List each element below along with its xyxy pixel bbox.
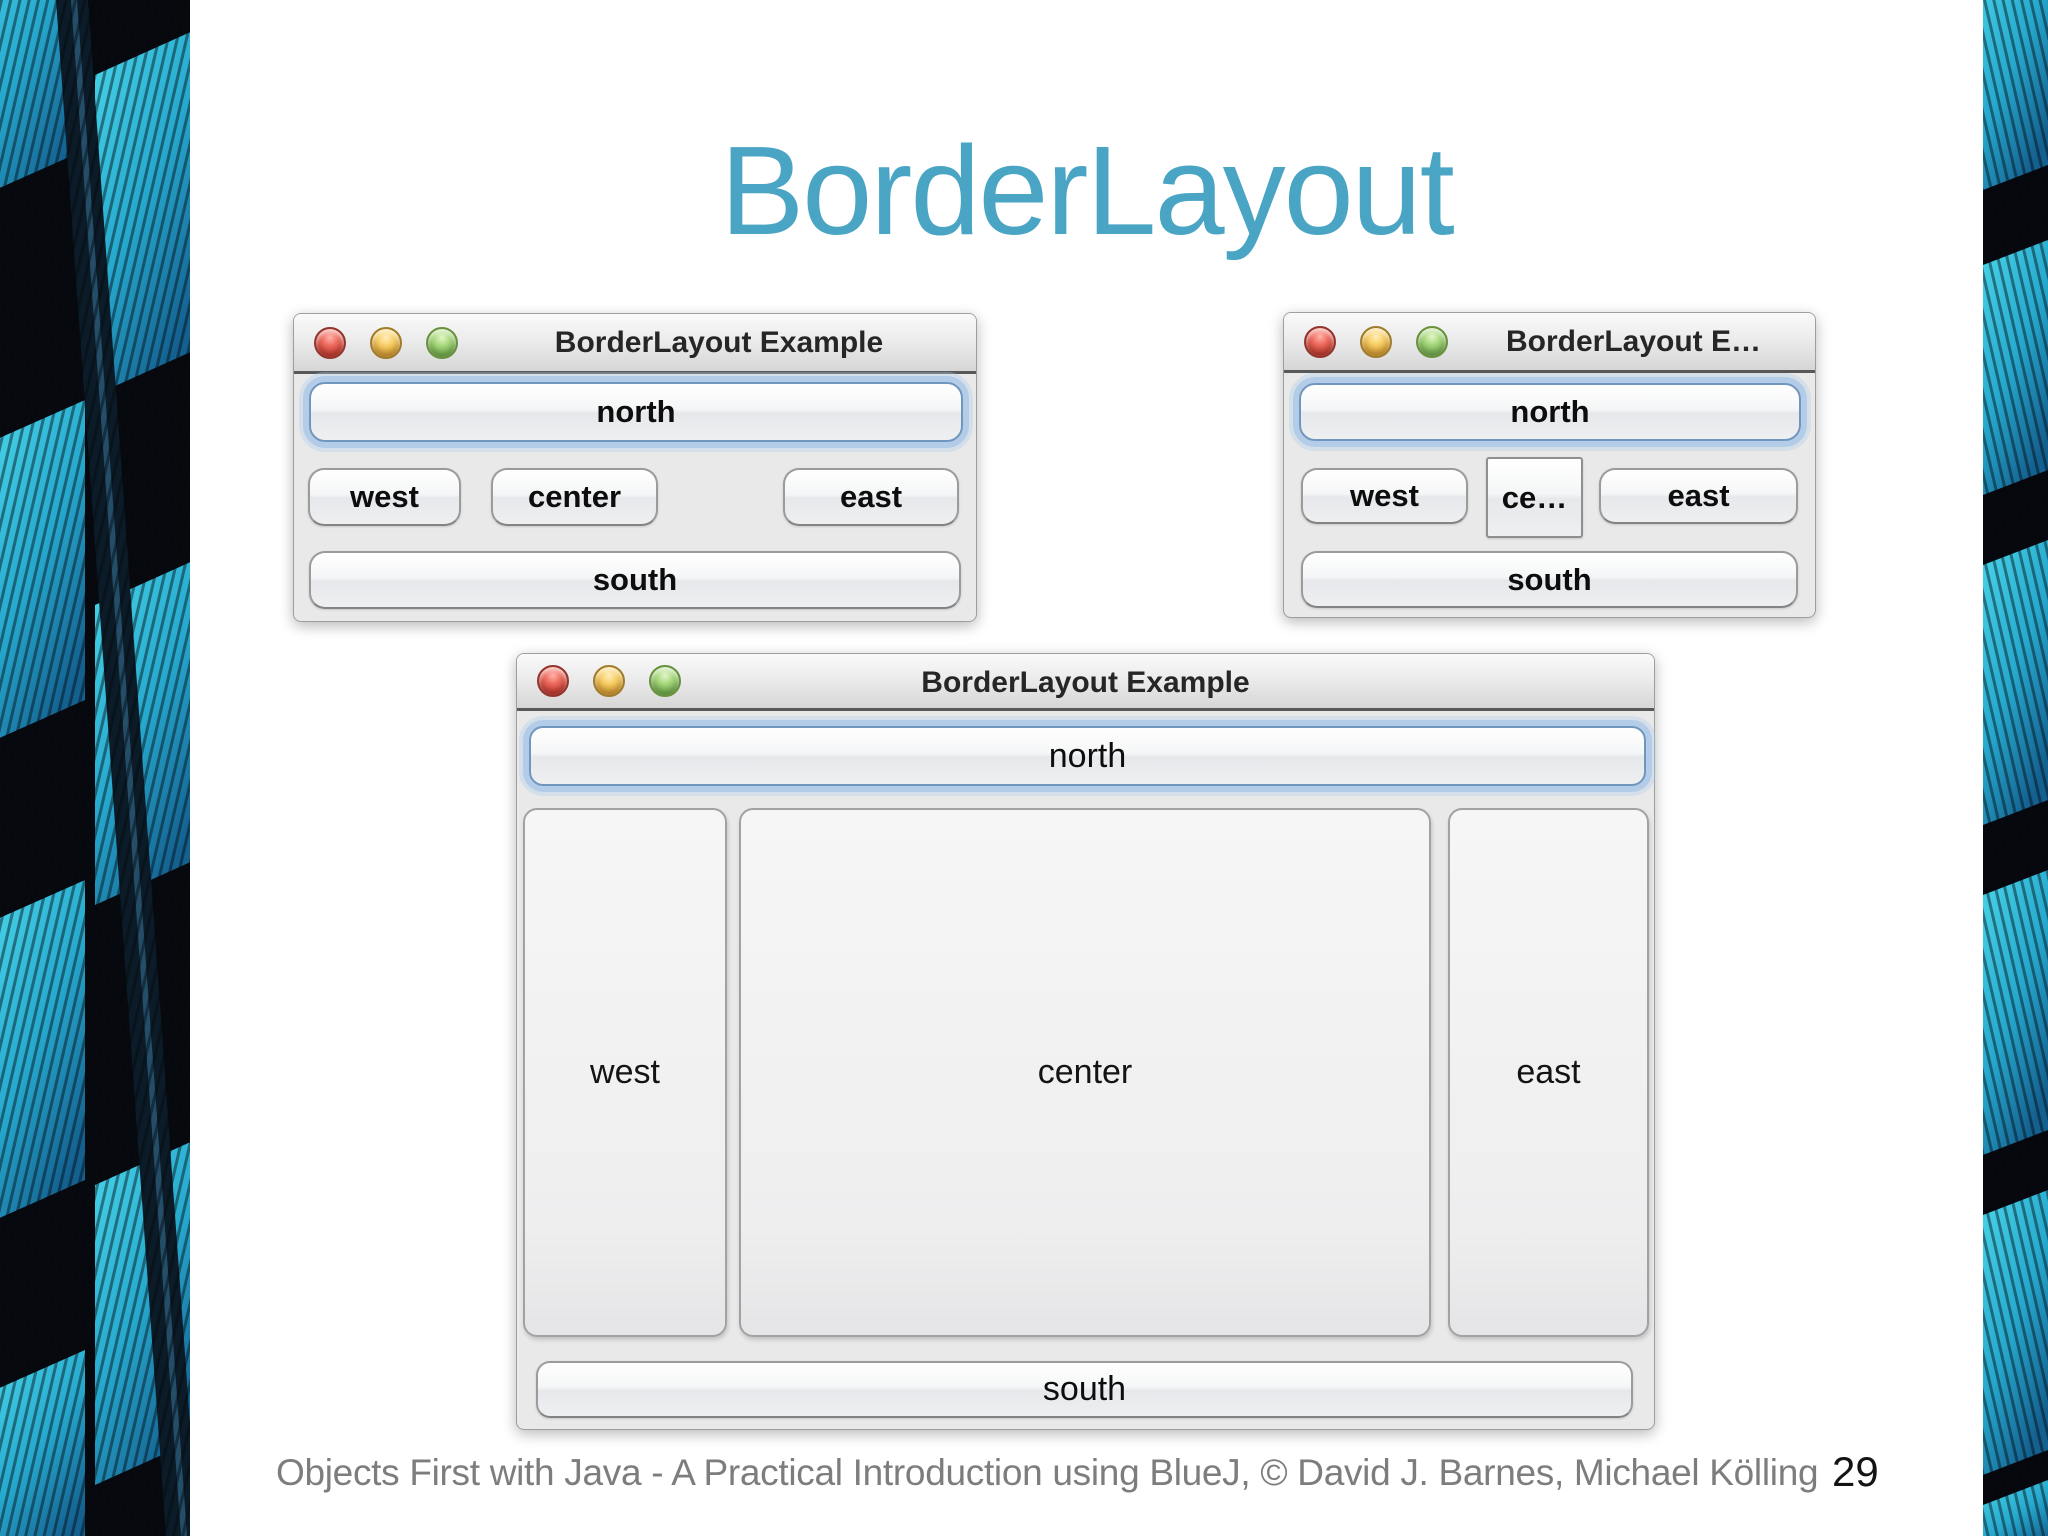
minimize-icon[interactable] bbox=[1360, 325, 1392, 358]
close-icon[interactable] bbox=[314, 326, 346, 359]
west-button[interactable]: west bbox=[308, 468, 461, 526]
minimize-icon[interactable] bbox=[593, 665, 625, 697]
zoom-icon[interactable] bbox=[1416, 325, 1448, 358]
titlebar[interactable] bbox=[517, 654, 1654, 711]
window-title: BorderLayout Example bbox=[921, 666, 1250, 699]
titlebar[interactable]: BorderLayout E… bbox=[1284, 313, 1815, 373]
window-large: BorderLayout Example north west center e… bbox=[516, 653, 1655, 1430]
page-number: 29 bbox=[1832, 1448, 1879, 1495]
window-small-right: BorderLayout E… north west ce… east sout… bbox=[1283, 312, 1816, 618]
window-title: BorderLayout E… bbox=[1505, 324, 1762, 358]
center-button[interactable]: center bbox=[491, 468, 658, 526]
close-icon[interactable] bbox=[537, 665, 569, 697]
north-button[interactable]: north bbox=[1299, 383, 1801, 441]
east-panel[interactable]: east bbox=[1448, 808, 1649, 1337]
footer-credit: Objects First with Java - A Practical In… bbox=[276, 1452, 1819, 1493]
north-button[interactable]: north bbox=[529, 726, 1646, 786]
titlebar[interactable]: BorderLayout Example bbox=[294, 314, 976, 374]
slide-title: BorderLayout bbox=[720, 120, 1455, 261]
west-panel-label: west bbox=[590, 1053, 660, 1091]
south-button[interactable]: south bbox=[1301, 551, 1798, 608]
east-panel-label: east bbox=[1516, 1053, 1581, 1091]
minimize-icon[interactable] bbox=[370, 326, 402, 359]
zoom-icon[interactable] bbox=[426, 326, 458, 359]
west-button[interactable]: west bbox=[1301, 468, 1468, 524]
close-icon[interactable] bbox=[1304, 325, 1336, 358]
center-button-truncated[interactable]: ce… bbox=[1486, 457, 1583, 538]
south-button[interactable]: south bbox=[309, 551, 961, 609]
south-button[interactable]: south bbox=[536, 1361, 1633, 1418]
west-panel[interactable]: west bbox=[523, 808, 727, 1337]
east-button[interactable]: east bbox=[783, 468, 959, 526]
east-button[interactable]: east bbox=[1599, 468, 1798, 524]
window-title: BorderLayout Example bbox=[554, 325, 884, 359]
feather-photo-left bbox=[0, 0, 190, 1536]
feather-photo-right bbox=[1983, 0, 2048, 1536]
north-button[interactable]: north bbox=[309, 382, 963, 442]
window-small-left: BorderLayout Example north west center e… bbox=[293, 313, 977, 622]
center-panel-label: center bbox=[1037, 1053, 1133, 1091]
zoom-icon[interactable] bbox=[649, 665, 681, 697]
center-panel[interactable]: center bbox=[739, 808, 1431, 1337]
